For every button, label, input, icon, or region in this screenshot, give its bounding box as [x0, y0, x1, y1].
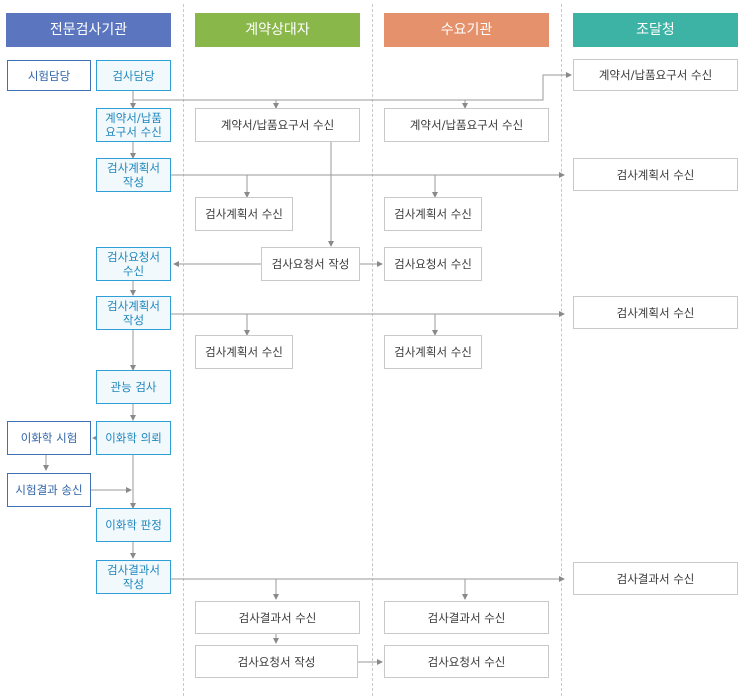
contractor-receive-plan-2-box: 검사계획서 수신 [195, 335, 293, 369]
agency-receive-contract-box: 계약서/납품 요구서 수신 [96, 108, 171, 142]
header-demand-agency: 수요기관 [384, 13, 549, 47]
demand-receive-plan-2-box: 검사계획서 수신 [384, 335, 482, 369]
physchem-request-box: 이화학 의뢰 [96, 421, 171, 455]
contractor-receive-plan-1-box: 검사계획서 수신 [195, 197, 293, 231]
demand-receive-request-box: 검사요청서 수신 [384, 247, 482, 281]
contractor-write-request-2-box: 검사요청서 작성 [195, 645, 358, 678]
contractor-write-request-box: 검사요청서 작성 [261, 247, 360, 281]
agency-write-plan-1-box: 검사계획서 작성 [96, 158, 171, 192]
send-test-result-box: 시험결과 송신 [7, 473, 91, 507]
demand-receive-request-2-box: 검사요청서 수신 [384, 645, 549, 678]
header-inspection-agency: 전문검사기관 [6, 13, 171, 47]
column-divider-2 [372, 4, 373, 696]
agency-write-result-box: 검사결과서 작성 [96, 560, 171, 594]
demand-receive-plan-1-box: 검사계획서 수신 [384, 197, 482, 231]
column-divider-1 [183, 4, 184, 696]
contractor-receive-result-box: 검사결과서 수신 [195, 601, 360, 634]
procurement-receive-contract-box: 계약서/납품요구서 수신 [573, 59, 738, 91]
column-divider-3 [561, 4, 562, 696]
agency-receive-request-box: 검사요청서 수신 [96, 247, 171, 281]
procurement-receive-result-box: 검사결과서 수신 [573, 562, 738, 595]
agency-write-plan-2-box: 검사계획서 작성 [96, 296, 171, 330]
demand-receive-result-box: 검사결과서 수신 [384, 601, 549, 634]
physchem-judgement-box: 이화학 판정 [96, 508, 171, 542]
physchem-test-box: 이화학 시험 [7, 421, 91, 455]
header-procurement: 조달청 [573, 13, 738, 47]
header-contractor: 계약상대자 [195, 13, 360, 47]
procurement-receive-plan-2-box: 검사계획서 수신 [573, 296, 738, 329]
contractor-receive-contract-box: 계약서/납품요구서 수신 [195, 108, 360, 142]
sensory-inspection-box: 관능 검사 [96, 370, 171, 404]
inspection-charge-box: 검사담당 [96, 60, 171, 91]
procurement-receive-plan-1-box: 검사계획서 수신 [573, 158, 738, 191]
demand-receive-contract-box: 계약서/납품요구서 수신 [384, 108, 549, 142]
test-charge-box: 시험담당 [7, 60, 91, 91]
